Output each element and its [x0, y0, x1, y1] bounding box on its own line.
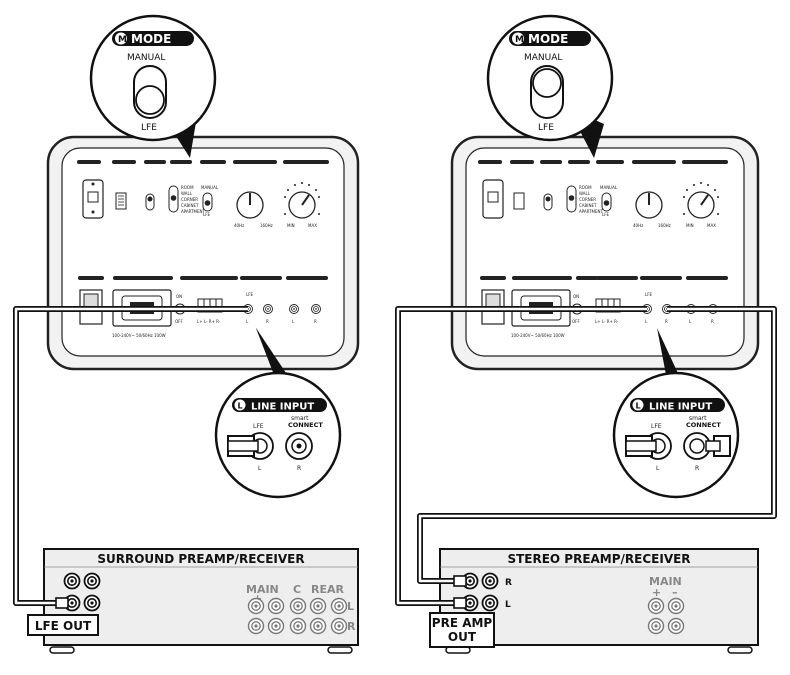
- ac-rating-label: 100-240V~ 50/60Hz 100W: [112, 333, 166, 338]
- right-r-cable: [417, 306, 777, 587]
- right-connect-label: CONNECT: [686, 421, 721, 429]
- svg-text:WALL: WALL: [181, 191, 193, 196]
- svg-text:40Hz: 40Hz: [234, 223, 244, 228]
- connect-label: CONNECT: [288, 421, 323, 429]
- svg-text:LFE: LFE: [602, 212, 610, 217]
- mode-badge: M: [118, 35, 127, 45]
- svg-text:CABINET: CABINET: [579, 203, 597, 208]
- left-c-label: C: [293, 583, 301, 596]
- right-subwoofer-panel: ROOM WALL CORNER CABINET APARTMENT MANUA…: [450, 135, 760, 371]
- right-line-input-badge: L: [636, 402, 641, 411]
- left-row-l-label: L: [347, 600, 354, 613]
- left-mode-zoom: M MODE MANUAL LFE: [89, 14, 217, 158]
- right-stereo-receiver: STEREO PREAMP/RECEIVER R L MAIN + – PRE …: [429, 548, 759, 654]
- right-line-input-l-label: L: [656, 465, 660, 472]
- svg-text:40Hz: 40Hz: [633, 223, 643, 228]
- svg-text:LFE: LFE: [246, 292, 254, 297]
- svg-text:R: R: [665, 319, 668, 324]
- left-setup: ROOM WALL CORNER CABINET APARTMENT MANUA…: [13, 14, 360, 654]
- right-setup: ROOM WALL CORNER CABINET APARTMENT MANUA…: [395, 14, 777, 654]
- left-receiver-title: SURROUND PREAMP/RECEIVER: [97, 552, 304, 566]
- svg-text:MAX: MAX: [707, 223, 716, 228]
- right-row-r-label: R: [505, 578, 512, 588]
- right-line-input-zoom-title: LINE INPUT: [649, 402, 712, 413]
- line-input-lfe-label: LFE: [253, 423, 264, 430]
- svg-text:160Hz: 160Hz: [658, 223, 671, 228]
- svg-text:L: L: [292, 319, 295, 324]
- svg-text:160Hz: 160Hz: [260, 223, 273, 228]
- svg-text:L+ L- R+ R-: L+ L- R+ R-: [197, 319, 221, 324]
- left-line-input-zoom: L LINE INPUT LFE smart CONNECT L R: [214, 328, 342, 499]
- right-plus-label: +: [652, 586, 661, 599]
- svg-text:ROOM: ROOM: [579, 185, 592, 190]
- line-input-l-label: L: [258, 465, 262, 472]
- left-subwoofer-panel: ROOM WALL CORNER CABINET APARTMENT MANUA…: [46, 135, 360, 371]
- line-input-r-label: R: [297, 465, 301, 472]
- svg-text:LFE: LFE: [645, 292, 653, 297]
- svg-text:L+ L- R+ R-: L+ L- R+ R-: [595, 319, 619, 324]
- svg-text:L: L: [689, 319, 692, 324]
- svg-text:MIN: MIN: [686, 223, 694, 228]
- right-row-l-label: L: [505, 600, 511, 610]
- left-rear-label: REAR: [311, 583, 344, 596]
- left-main-label: MAIN: [246, 583, 279, 596]
- line-input-badge: L: [238, 402, 243, 411]
- svg-text:L: L: [246, 319, 249, 324]
- svg-text:L: L: [645, 319, 648, 324]
- svg-text:CORNER: CORNER: [181, 197, 198, 202]
- right-mode-lfe-label: LFE: [538, 123, 554, 133]
- svg-text:WALL: WALL: [579, 191, 591, 196]
- svg-text:MAX: MAX: [308, 223, 317, 228]
- right-main-label: MAIN: [649, 575, 682, 588]
- svg-text:R: R: [314, 319, 317, 324]
- right-line-input-lfe-label: LFE: [651, 423, 662, 430]
- lfe-out-label: LFE OUT: [35, 619, 92, 633]
- right-l-cable: [395, 306, 647, 609]
- svg-text:R: R: [711, 319, 714, 324]
- line-input-zoom-title: LINE INPUT: [251, 402, 314, 413]
- left-lfe-cable: [13, 306, 248, 609]
- right-smart-label: smart: [689, 415, 707, 422]
- right-line-input-r-label: R: [695, 465, 699, 472]
- mode-manual-label: MANUAL: [127, 53, 165, 63]
- svg-text:OFF: OFF: [572, 319, 580, 324]
- svg-text:R: R: [266, 319, 269, 324]
- pre-amp-label: PRE AMP: [432, 616, 493, 630]
- svg-text:ROOM: ROOM: [181, 185, 194, 190]
- right-mode-badge: M: [515, 35, 524, 45]
- svg-text:100-240V~ 50/60Hz 100W: 100-240V~ 50/60Hz 100W: [511, 333, 565, 338]
- svg-text:MANUAL: MANUAL: [600, 185, 618, 190]
- svg-text:LFE: LFE: [203, 212, 211, 217]
- right-mode-zoom: M MODE MANUAL LFE: [486, 14, 614, 158]
- svg-text:ON: ON: [573, 294, 579, 299]
- smart-label: smart: [291, 415, 309, 422]
- left-surround-receiver: SURROUND PREAMP/RECEIVER MAIN C REAR + –: [27, 548, 359, 654]
- svg-text:APARTMENT: APARTMENT: [579, 209, 604, 214]
- right-receiver-title: STEREO PREAMP/RECEIVER: [507, 552, 690, 566]
- right-line-input-zoom: L LINE INPUT LFE smart CONNECT L R: [612, 328, 740, 499]
- out-label: OUT: [448, 630, 477, 644]
- svg-text:CABINET: CABINET: [181, 203, 199, 208]
- mode-lfe-label: LFE: [141, 123, 157, 133]
- right-mode-manual-label: MANUAL: [524, 53, 562, 63]
- right-mode-zoom-title: MODE: [528, 32, 568, 46]
- mode-zoom-title: MODE: [131, 32, 171, 46]
- svg-text:CORNER: CORNER: [579, 197, 596, 202]
- svg-text:OFF: OFF: [175, 319, 183, 324]
- left-row-r-label: R: [347, 620, 356, 633]
- svg-text:MANUAL: MANUAL: [201, 185, 219, 190]
- svg-text:MIN: MIN: [287, 223, 295, 228]
- svg-text:ON: ON: [176, 294, 182, 299]
- svg-text:APARTMENT: APARTMENT: [181, 209, 206, 214]
- right-minus-label: –: [672, 586, 678, 599]
